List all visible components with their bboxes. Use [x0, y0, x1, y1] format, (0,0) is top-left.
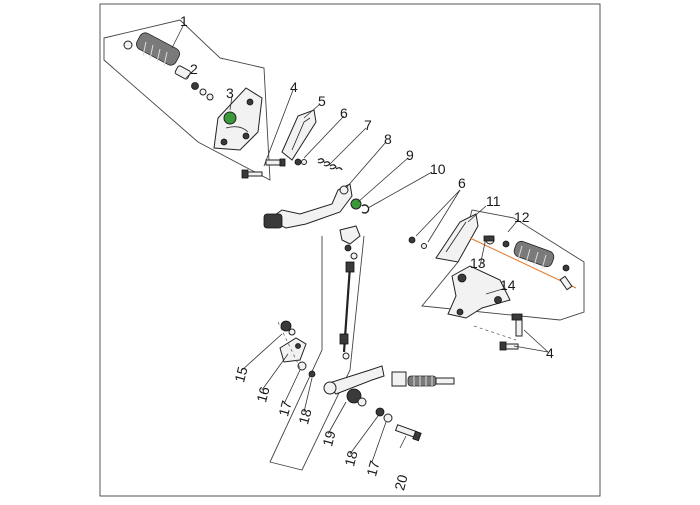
linkage-clevis-top [339, 225, 361, 260]
left-lower-bolt [265, 158, 286, 167]
left-footrest-bracket [213, 87, 263, 151]
right-small-screws [408, 236, 427, 249]
callout-10: 10 [430, 161, 446, 177]
callout-14: 14 [500, 277, 516, 293]
accent-leader [469, 237, 577, 289]
callout-12: 12 [514, 209, 530, 225]
callout-9: 9 [406, 147, 414, 163]
callout-11: 11 [486, 193, 501, 209]
callout-2: 2 [190, 61, 198, 77]
callout-7: 7 [364, 117, 372, 133]
drawing-frame [99, 3, 601, 497]
callout-18: 18 [295, 407, 315, 426]
left-footrest-group-frame [103, 19, 271, 181]
right-heel-guard [435, 213, 479, 263]
return-spring [317, 158, 343, 171]
callout-labels: 1 2 3 4 5 6 7 8 9 10 11 12 13 14 4 15 16… [180, 13, 554, 492]
bracket-bushing-green [223, 111, 237, 125]
linkage-frame [269, 235, 365, 471]
right-footpeg [483, 235, 573, 291]
callout-4: 4 [290, 79, 298, 95]
nut-18 [308, 370, 316, 378]
callout-16: 16 [253, 385, 273, 404]
callout-8: 8 [384, 131, 392, 147]
bolt-stack-20 [375, 407, 422, 442]
lower-left-bracket-16 [279, 320, 307, 363]
right-bolts-4 [499, 313, 523, 351]
left-bolt [241, 169, 263, 179]
left-footpeg [123, 32, 214, 101]
callout-1: 1 [180, 13, 188, 29]
callout-18-lower: 18 [341, 449, 361, 468]
callout-13: 13 [470, 255, 486, 271]
callout-20: 20 [391, 473, 411, 492]
small-screws-6 [294, 158, 307, 166]
master-cylinder-pivot [391, 371, 455, 387]
callout-6-right: 6 [458, 175, 466, 191]
lower-lever [323, 365, 385, 395]
rod-nut-top [345, 261, 355, 273]
rod-nut-bottom [339, 333, 349, 345]
callout-5: 5 [318, 93, 326, 109]
brake-pedal-lever [263, 183, 353, 229]
callout-19: 19 [319, 429, 339, 448]
right-footrest-group-frame [421, 209, 585, 321]
callout-17: 17 [275, 399, 295, 418]
callout-4-right: 4 [546, 345, 554, 361]
right-footrest-bracket [447, 265, 511, 319]
lower-washers-19 [346, 388, 367, 407]
pedal-clip-10 [361, 204, 370, 214]
callout-leaders [171, 25, 549, 463]
callout-6: 6 [340, 105, 348, 121]
callout-17-lower: 17 [363, 459, 383, 478]
callout-15: 15 [231, 365, 251, 384]
callout-3: 3 [226, 85, 234, 101]
left-heel-guard [281, 109, 317, 161]
